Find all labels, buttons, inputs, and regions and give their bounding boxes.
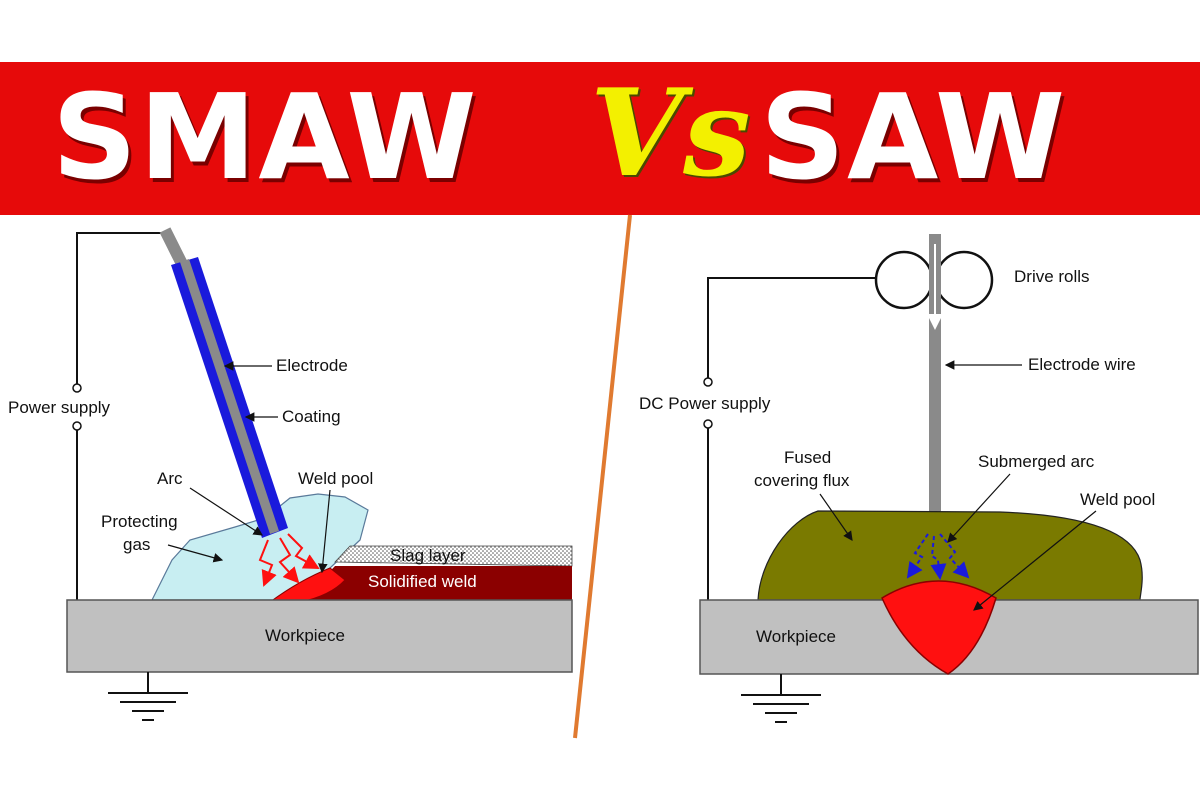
saw-arc-bolt-2 xyxy=(930,535,947,580)
smaw-arc-bolt-1 xyxy=(258,539,277,587)
smaw-solidified-weld-label: Solidified weld xyxy=(368,572,477,591)
smaw-arc-bolt-2 xyxy=(278,537,300,584)
smaw-weld-pool xyxy=(268,567,346,603)
smaw-weld-pool-leader xyxy=(318,489,331,574)
divider-line xyxy=(573,214,632,739)
saw-dc-power-supply-label: DC Power supply xyxy=(639,394,771,413)
saw-fused-flux xyxy=(757,510,1143,601)
saw-fused-flux-leader xyxy=(819,493,853,541)
saw-fused-flux-label-2: covering flux xyxy=(754,471,850,490)
smaw-weld-pool-label: Weld pool xyxy=(298,469,373,488)
smaw-power-terminal-top xyxy=(72,383,82,393)
smaw-power-wire-top xyxy=(76,232,162,384)
smaw-slag-layer-label: Slag layer xyxy=(390,546,466,565)
vs-text: Vs xyxy=(590,63,751,204)
smaw-protecting-gas-label-1: Protecting xyxy=(101,512,178,531)
saw-arc-bolt-1 xyxy=(906,533,929,579)
smaw-electrode-rod xyxy=(180,259,279,534)
saw-drive-rolls-label: Drive rolls xyxy=(1014,267,1090,286)
saw-electrode-wire xyxy=(929,234,941,534)
saw-weld-pool xyxy=(881,580,997,675)
smaw-protecting-gas-label-2: gas xyxy=(123,535,150,554)
smaw-arc-bolt-3 xyxy=(287,533,320,569)
saw-power-terminal-bottom xyxy=(703,419,713,429)
smaw-arc-leader xyxy=(189,487,264,536)
title-banner xyxy=(0,62,1200,215)
smaw-slag-layer xyxy=(334,545,573,567)
smaw-workpiece xyxy=(66,599,573,673)
smaw-coating-label: Coating xyxy=(282,407,341,426)
title-vs: Vs xyxy=(590,74,751,194)
title-saw: SAW xyxy=(760,68,1068,206)
saw-fused-flux-label-1: Fused xyxy=(784,448,831,467)
saw-electrode-wire-label: Electrode wire xyxy=(1028,355,1136,374)
smaw-electrode-label: Electrode xyxy=(276,356,348,375)
saw-submerged-arc-label: Submerged arc xyxy=(978,452,1095,471)
saw-weld-pool-label: Weld pool xyxy=(1080,490,1155,509)
smaw-power-supply-label: Power supply xyxy=(8,398,111,417)
saw-power-terminal-top xyxy=(703,377,713,387)
smaw-solidified-weld xyxy=(308,566,572,600)
smaw-power-terminal-bottom xyxy=(72,421,82,431)
saw-drive-roll-left xyxy=(874,250,934,310)
saw-weld-pool-leader xyxy=(973,510,1097,611)
saw-drive-roll-right xyxy=(934,250,994,310)
title-smaw: SMAW xyxy=(52,68,479,206)
smaw-workpiece-label: Workpiece xyxy=(265,626,345,645)
smaw-protecting-gas-leader xyxy=(167,544,224,563)
saw-power-wire-top xyxy=(707,277,876,378)
smaw-arc-label: Arc xyxy=(157,469,183,488)
saw-arc-bolt-3 xyxy=(939,533,970,579)
saw-workpiece-label: Workpiece xyxy=(756,627,836,646)
saw-submerged-arc-leader xyxy=(947,473,1011,543)
